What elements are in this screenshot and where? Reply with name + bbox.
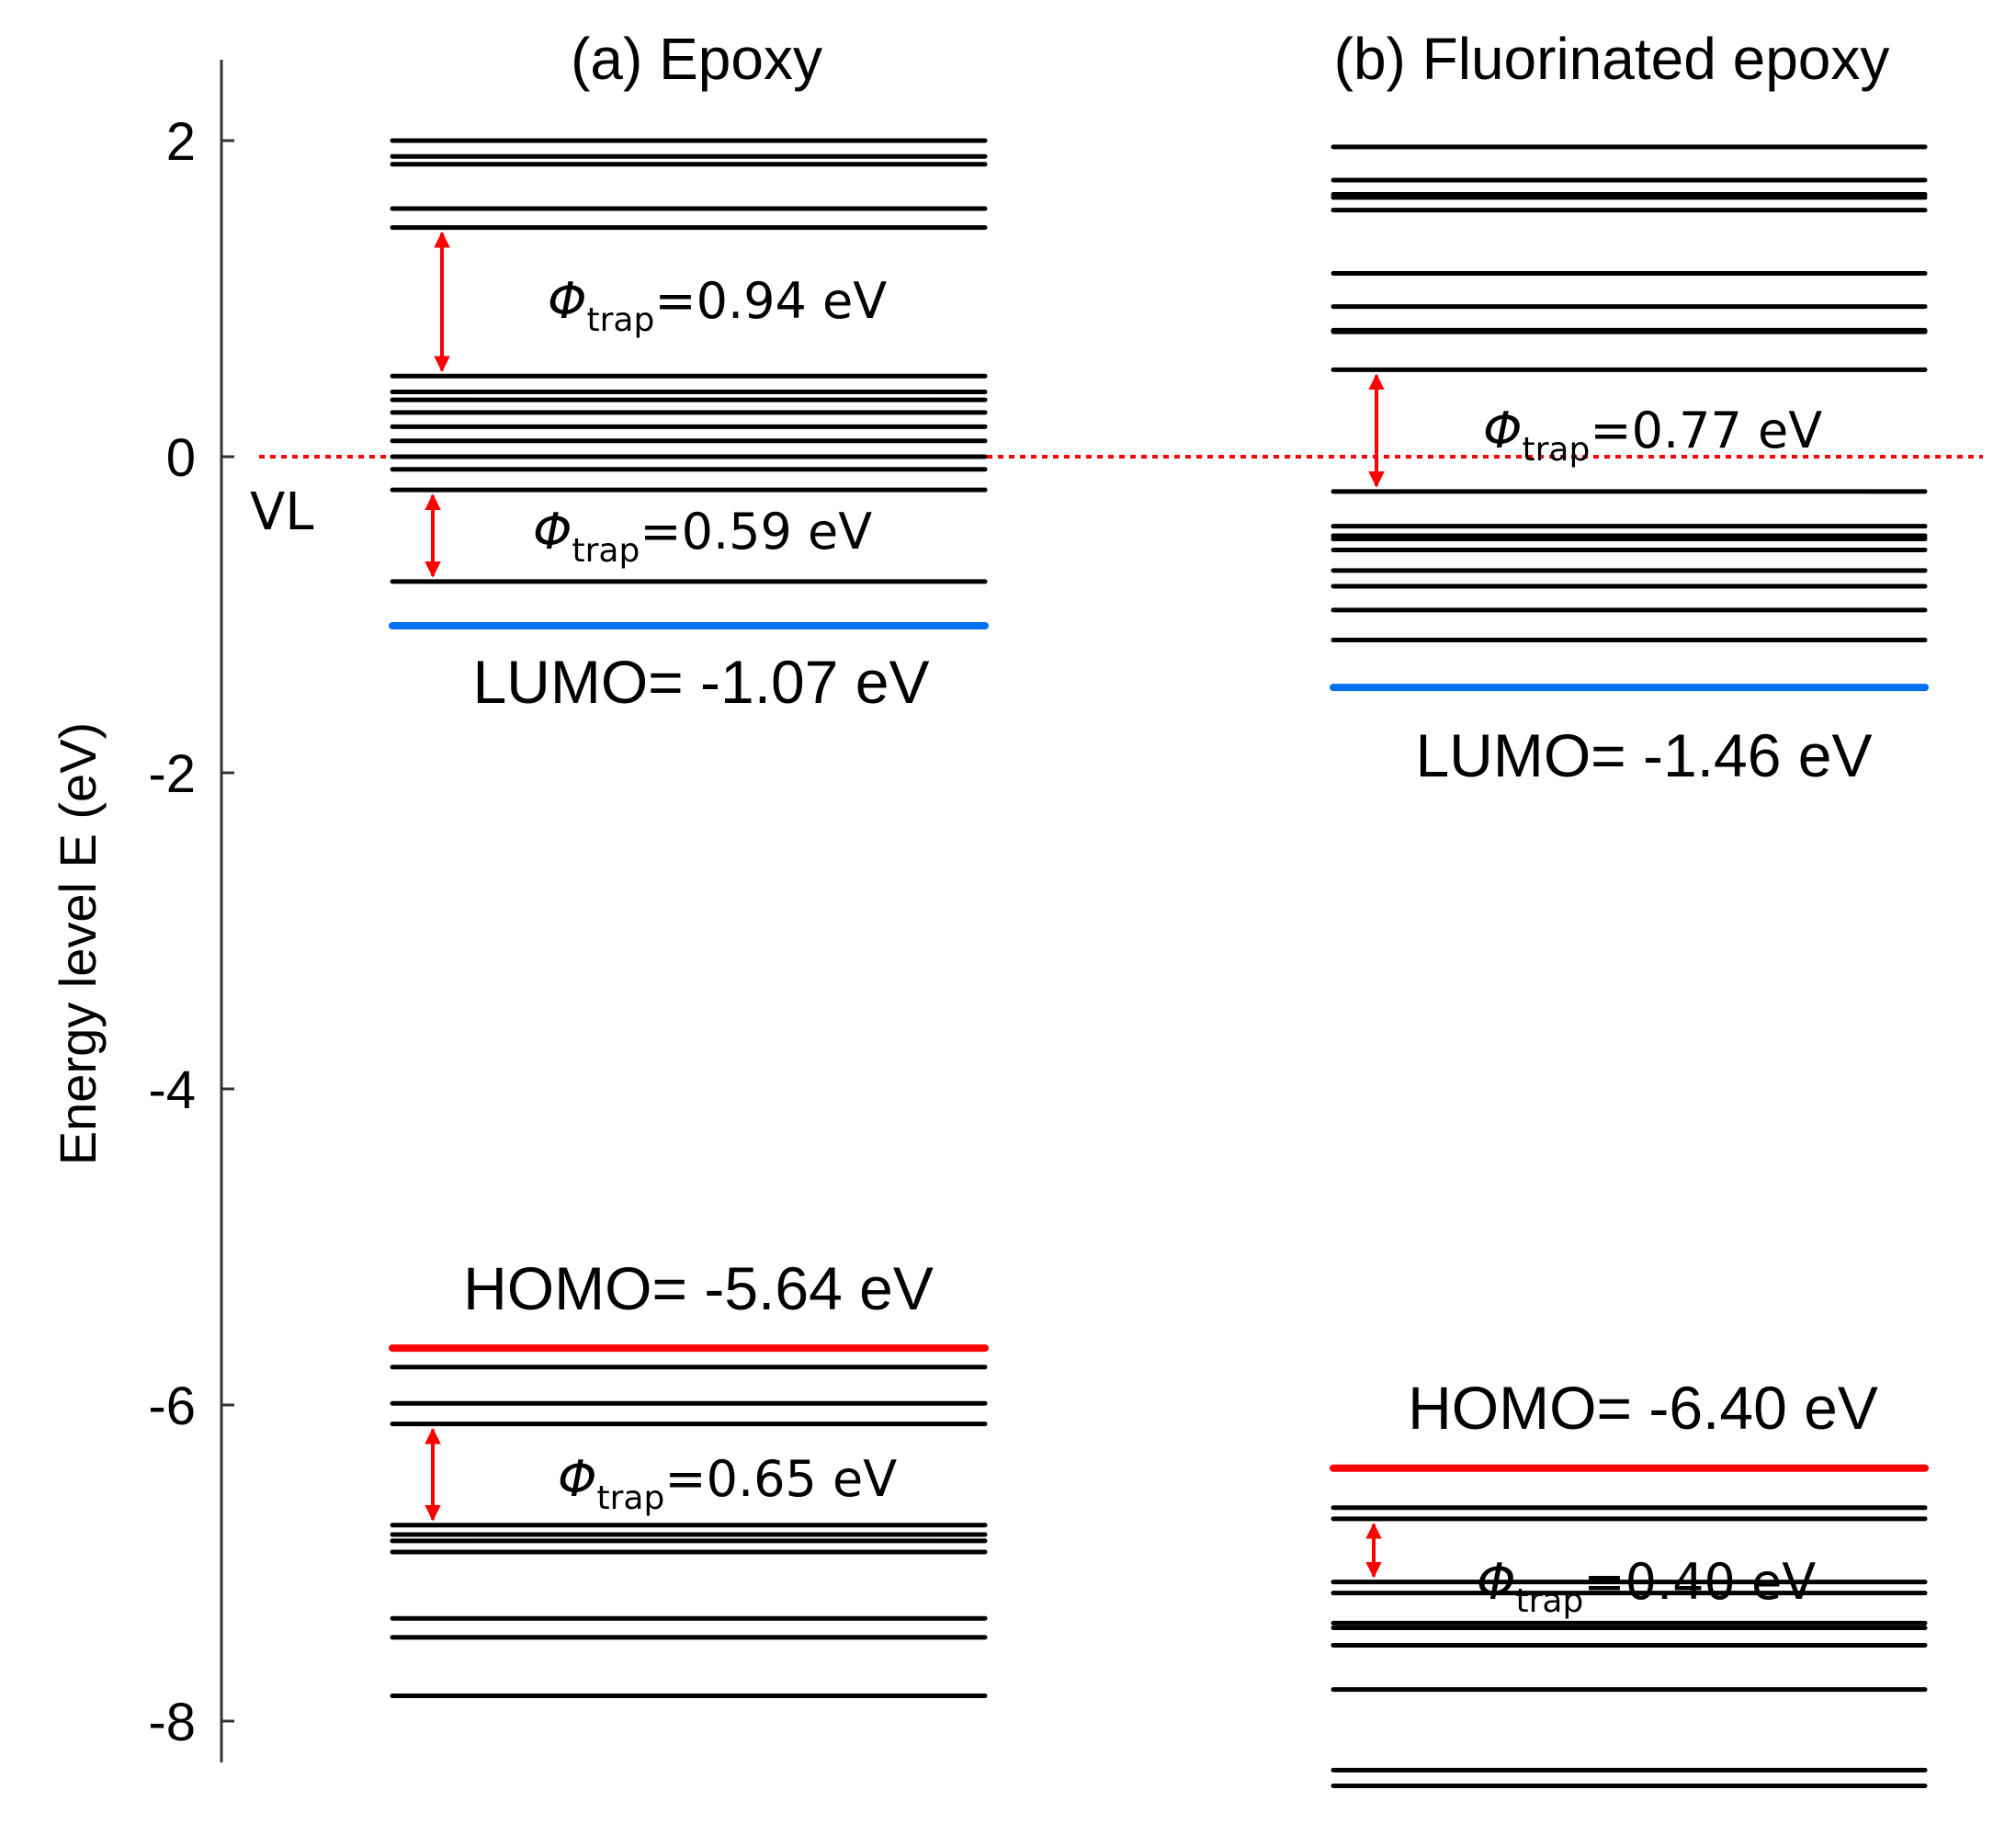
y-tick-label: -6	[148, 1376, 196, 1436]
trap-depth-label: Φtrap=0.59 eV	[533, 503, 872, 570]
trap-subscript: trap	[597, 1479, 665, 1517]
trap-value: =0.77 eV	[1590, 402, 1822, 459]
trap-depth-label: Φtrap=0.40 eV	[1477, 1553, 1816, 1620]
vl-label: VL	[250, 482, 314, 542]
trap-depth-label: Φtrap=0.65 eV	[558, 1450, 897, 1517]
panel-title: (a) Epoxy	[571, 26, 822, 92]
y-tick-label: 0	[166, 428, 196, 488]
phi-symbol: Φ	[1477, 1553, 1516, 1611]
y-tick-label: -4	[148, 1060, 196, 1120]
trap-depth-label: Φtrap=0.77 eV	[1483, 402, 1822, 469]
panel-title: (b) Fluorinated epoxy	[1334, 26, 1890, 92]
phi-symbol: Φ	[1483, 402, 1523, 459]
y-tick-label: -8	[148, 1693, 196, 1752]
lumo-label: LUMO= -1.46 eV	[1415, 721, 1872, 789]
trap-value: =0.94 eV	[654, 272, 887, 330]
y-axis-label: Energy level E (eV)	[49, 722, 107, 1165]
trap-value: =0.65 eV	[664, 1450, 897, 1508]
phi-symbol: Φ	[548, 272, 587, 330]
trap-subscript: trap	[587, 301, 655, 339]
homo-label: HOMO= -6.40 eV	[1408, 1374, 1878, 1442]
trap-depth-label: Φtrap=0.94 eV	[548, 272, 887, 339]
trap-subscript: trap	[572, 532, 640, 570]
y-tick-label: 2	[166, 112, 196, 172]
y-tick-label: -2	[148, 744, 196, 804]
trap-subscript: trap	[1523, 431, 1591, 469]
y-axis: 2 0 -2 -4 -6 -8	[148, 60, 234, 1762]
phi-symbol: Φ	[558, 1450, 597, 1508]
trap-value: =0.59 eV	[640, 503, 872, 561]
lumo-label: LUMO= -1.07 eV	[472, 648, 929, 716]
trap-subscript: trap	[1516, 1582, 1584, 1620]
trap-value: =0.40 eV	[1583, 1553, 1816, 1611]
phi-symbol: Φ	[533, 503, 572, 561]
homo-label: HOMO= -5.64 eV	[463, 1254, 934, 1322]
